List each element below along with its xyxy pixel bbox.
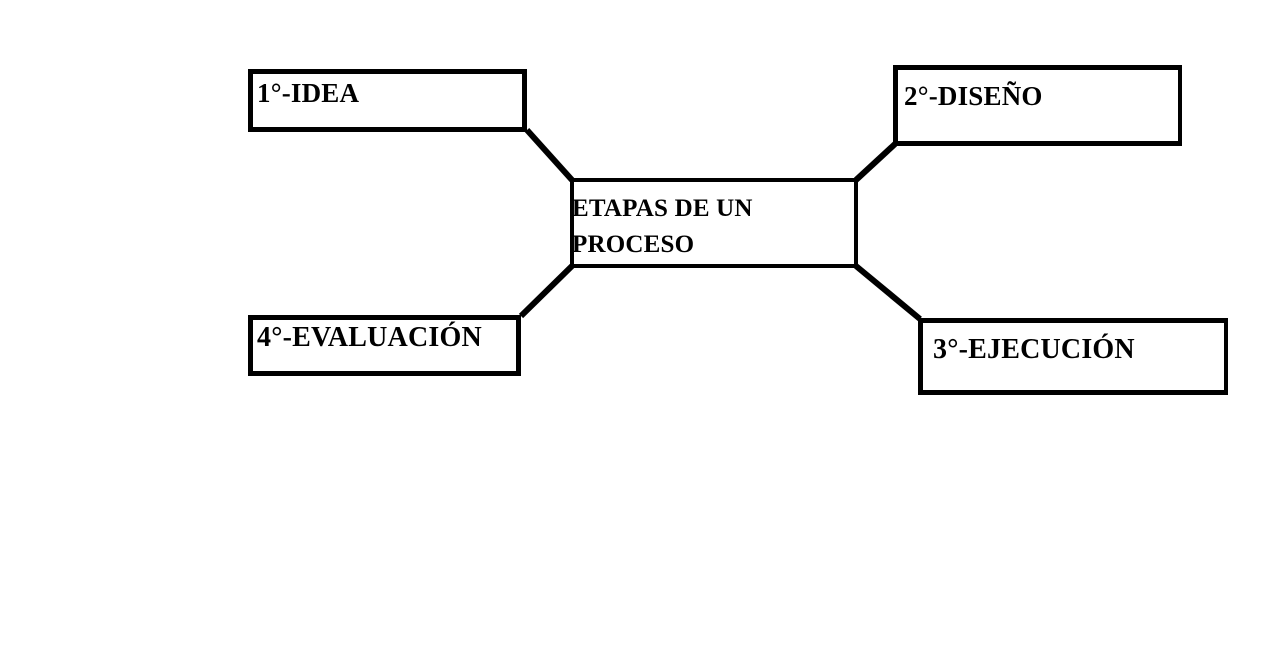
connector-center-to-evaluacion [518,263,575,319]
node-idea-label: 1°-IDEA [257,78,360,108]
connector-center-to-ejecucion [854,263,922,322]
node-ejecucion[interactable]: 3°-EJECUCIÓN [918,318,1228,395]
node-evaluacion[interactable]: 4°-EVALUACIÓN [248,315,521,376]
node-center-label: ETAPAS DE UN PROCESO [572,195,753,258]
node-diseno-label: 2°-DISEÑO [904,81,1043,111]
node-idea[interactable]: 1°-IDEA [248,69,527,132]
node-evaluacion-label: 4°-EVALUACIÓN [257,322,482,353]
node-ejecucion-label: 3°-EJECUCIÓN [933,334,1135,365]
connector-center-to-diseno [853,141,898,183]
node-center[interactable]: ETAPAS DE UN PROCESO [570,178,858,268]
node-diseno[interactable]: 2°-DISEÑO [893,65,1182,146]
connector-center-to-idea [524,127,575,183]
